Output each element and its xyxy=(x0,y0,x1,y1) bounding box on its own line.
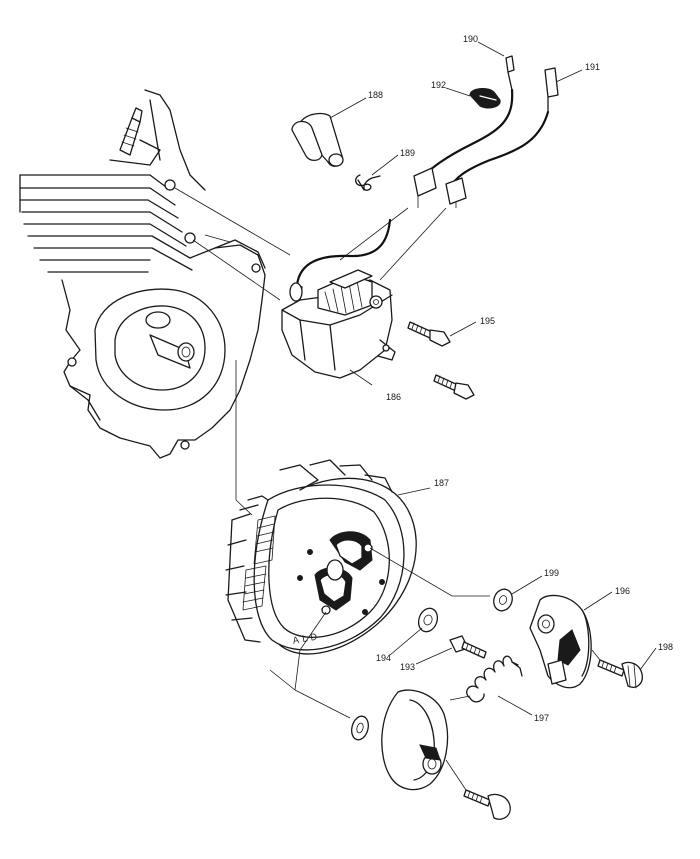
clutch-shoe-upper xyxy=(529,594,592,689)
coil-mounting-bolts xyxy=(407,321,475,400)
callout-leaders xyxy=(329,41,657,716)
clutch-bolt xyxy=(449,635,487,659)
clutch-screw xyxy=(597,659,643,689)
engine-crankcase xyxy=(19,89,266,459)
callout-190: 190 xyxy=(463,34,478,44)
flywheel: ＡＬＤ xyxy=(225,459,417,655)
callout-196: 196 xyxy=(615,586,630,596)
spark-plug-cap xyxy=(291,112,344,167)
callout-188: 188 xyxy=(368,90,383,100)
stop-switch-wires xyxy=(413,55,559,205)
clutch-shoe-lower xyxy=(381,689,449,791)
callout-195: 195 xyxy=(480,316,495,326)
callout-186: 186 xyxy=(386,392,401,402)
callout-198: 198 xyxy=(658,642,673,652)
svg-text:ＡＬＤ: ＡＬＤ xyxy=(291,631,319,646)
callout-191: 191 xyxy=(585,62,600,72)
ignition-coil xyxy=(281,218,396,379)
callout-192: 192 xyxy=(431,80,446,90)
washers xyxy=(351,588,513,741)
callout-193: 193 xyxy=(400,662,415,672)
callout-189: 189 xyxy=(400,148,415,158)
clutch-spring xyxy=(466,655,523,703)
spring-clip xyxy=(355,174,381,191)
callout-194: 194 xyxy=(376,653,391,663)
callout-199: 199 xyxy=(544,568,559,578)
assembly-lines xyxy=(174,185,457,516)
spark-plug xyxy=(109,107,161,166)
callout-labels: 186 187 188 189 190 191 192 193 194 195 … xyxy=(368,34,673,723)
lower-clutch-bolt xyxy=(463,789,511,820)
callout-187: 187 xyxy=(434,478,449,488)
callout-197: 197 xyxy=(534,713,549,723)
